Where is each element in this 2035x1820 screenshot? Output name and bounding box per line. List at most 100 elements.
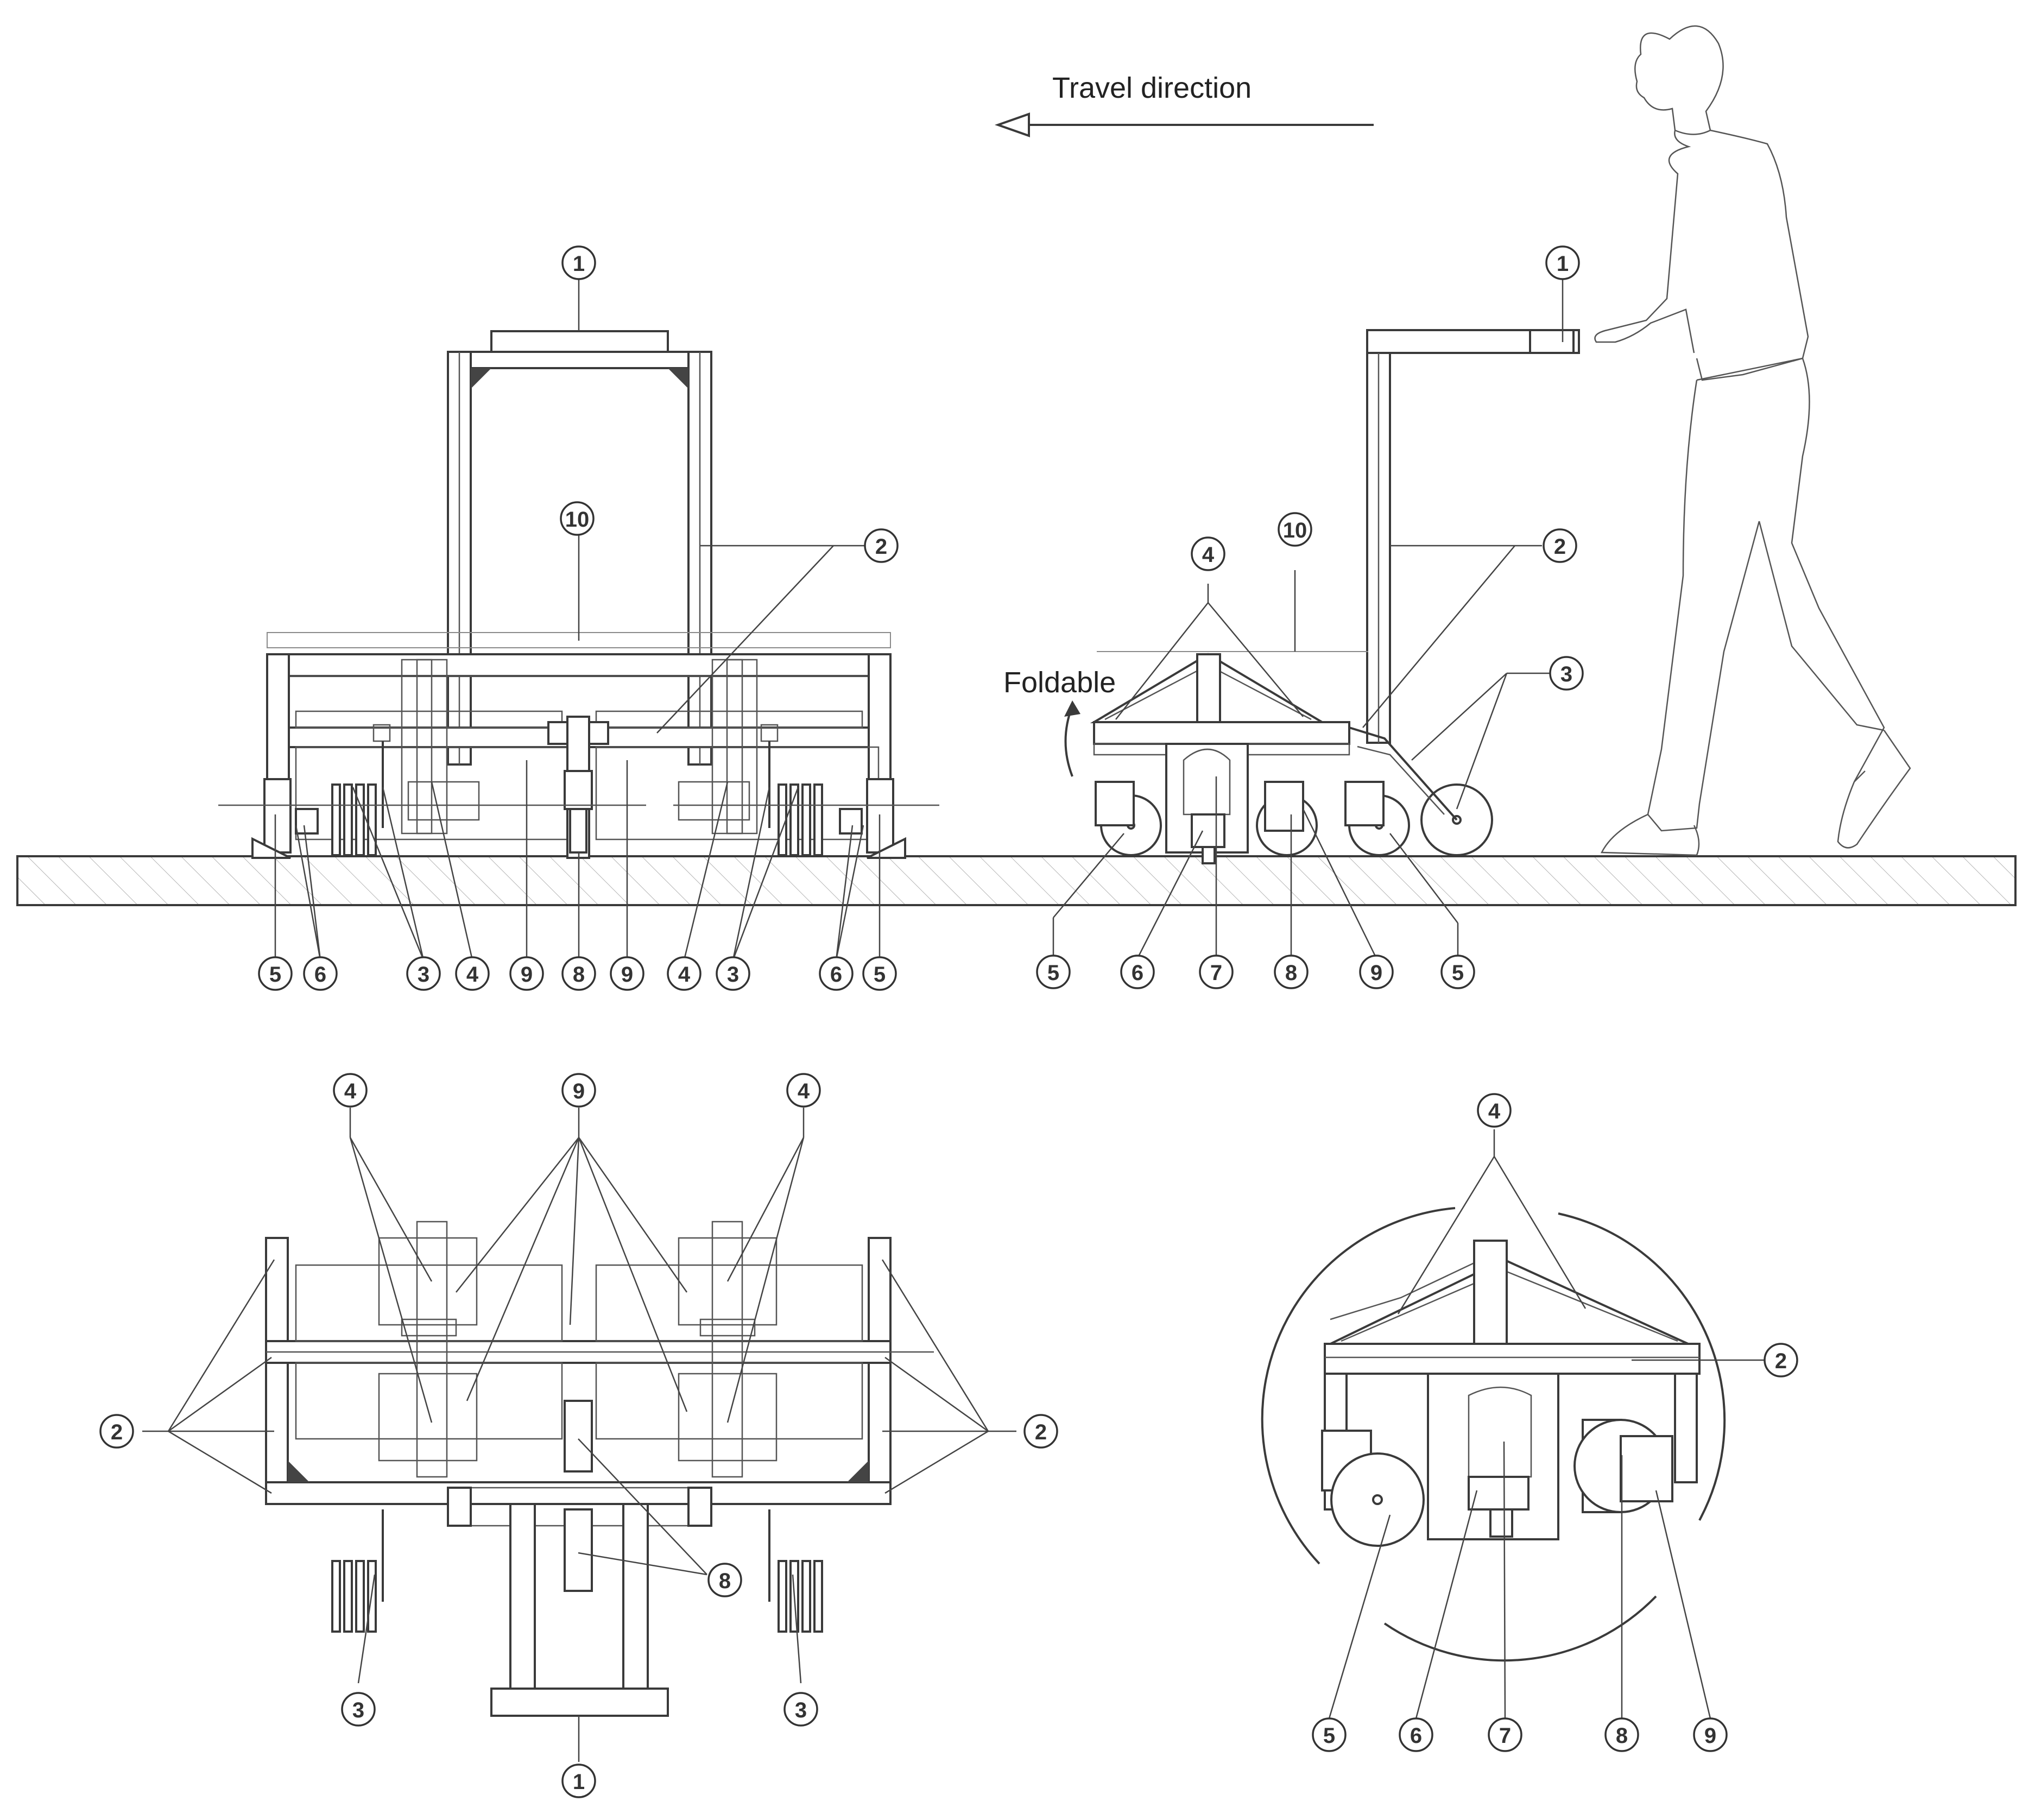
callout-circle [561, 1764, 596, 1798]
callout-top-c2a: 2 [99, 1414, 134, 1449]
callout-front-b3b: 3 [716, 956, 750, 991]
callout-number: 7 [1499, 1724, 1511, 1748]
callout-number: 1 [573, 252, 585, 276]
callout-circle [1120, 955, 1155, 989]
callout-circle [1764, 1343, 1798, 1377]
callout-number: 6 [1410, 1724, 1422, 1748]
callout-number: 8 [573, 963, 585, 987]
callout-number: 5 [1323, 1724, 1335, 1748]
callout-number: 8 [1616, 1724, 1628, 1748]
callout-number: 5 [1452, 961, 1464, 985]
callout-circle [1488, 1717, 1522, 1752]
callout-circle [1543, 528, 1577, 563]
callout-number: 4 [1488, 1099, 1501, 1123]
callout-circle [561, 245, 596, 280]
callout-number: 5 [874, 963, 886, 987]
callout-circle [864, 528, 899, 563]
callout-side-b6: 6 [1120, 955, 1155, 989]
callout-circle [610, 956, 644, 991]
callout-number: 3 [352, 1698, 364, 1722]
callout-number: 6 [830, 963, 842, 987]
callout-front-b5a: 5 [258, 956, 293, 991]
callout-number: 8 [1285, 961, 1297, 985]
foldable-label: Foldable [1003, 666, 1116, 699]
callout-side-b8: 8 [1274, 955, 1309, 989]
callout-number: 5 [1047, 961, 1059, 985]
callout-number: 4 [466, 963, 479, 987]
callout-detail-c2: 2 [1764, 1343, 1798, 1377]
callout-number: 4 [798, 1079, 810, 1103]
callout-number: 2 [1035, 1420, 1047, 1444]
callout-circle [1440, 955, 1475, 989]
callout-side-b5b: 5 [1440, 955, 1475, 989]
callout-number: 4 [344, 1079, 357, 1103]
callout-number: 2 [875, 535, 887, 559]
callout-circle [99, 1414, 134, 1449]
callout-circle [455, 956, 490, 991]
callout-side-c4: 4 [1191, 536, 1225, 571]
callout-number: 4 [1202, 543, 1215, 567]
callout-number: 2 [111, 1420, 123, 1444]
callout-circle [1399, 1717, 1433, 1752]
callout-number: 9 [573, 1079, 585, 1103]
callout-number: 5 [269, 963, 281, 987]
callout-circle [707, 1563, 742, 1597]
callout-front-b6b: 6 [819, 956, 854, 991]
callout-front-b9b: 9 [610, 956, 644, 991]
fold-arrow-icon [1064, 700, 1080, 717]
callout-circle [303, 956, 338, 991]
callout-circle [716, 956, 750, 991]
callout-front-b3a: 3 [406, 956, 441, 991]
callout-circle [1199, 955, 1234, 989]
callout-side-b5a: 5 [1036, 955, 1071, 989]
callout-top-c4b: 4 [786, 1073, 821, 1108]
callout-number: 1 [573, 1770, 585, 1794]
callout-detail-c4: 4 [1477, 1093, 1512, 1128]
callout-circle [560, 501, 595, 536]
callout-side-c10: 10 [1278, 512, 1312, 547]
callout-side-b9: 9 [1359, 955, 1394, 989]
callout-detail-b7: 7 [1488, 1717, 1522, 1752]
callout-number: 4 [678, 963, 691, 987]
callout-circle [406, 956, 441, 991]
detail-view [1261, 1129, 1765, 1719]
top-view [142, 1108, 1016, 1762]
callout-side-b7: 7 [1199, 955, 1234, 989]
callout-number: 3 [418, 963, 429, 987]
callout-circle [561, 956, 596, 991]
callout-circle [1191, 536, 1225, 571]
callout-detail-b6: 6 [1399, 1717, 1433, 1752]
callout-detail-b9: 9 [1693, 1717, 1728, 1752]
callout-top-c9: 9 [561, 1073, 596, 1108]
callout-number: 8 [719, 1569, 731, 1593]
callout-circle [1274, 955, 1309, 989]
callout-number: 9 [621, 963, 633, 987]
callout-circle [1036, 955, 1071, 989]
callout-number: 9 [1370, 961, 1382, 985]
callout-front-b5b: 5 [862, 956, 897, 991]
callout-detail-b5: 5 [1312, 1717, 1347, 1752]
callout-front-c10: 10 [560, 501, 595, 536]
callout-number: 3 [795, 1698, 807, 1722]
callout-circle [1545, 245, 1580, 280]
callout-number: 6 [1132, 961, 1143, 985]
callout-circle [561, 1073, 596, 1108]
callout-top-c3b: 3 [783, 1692, 818, 1727]
callout-front-c2: 2 [864, 528, 899, 563]
callout-front-b6a: 6 [303, 956, 338, 991]
travel-direction-indicator: Travel direction [994, 72, 1374, 137]
callout-number: 3 [727, 963, 739, 987]
callout-top-c4a: 4 [333, 1073, 368, 1108]
callout-circle [1549, 656, 1584, 691]
callout-circle [341, 1692, 376, 1727]
callout-circle [1604, 1717, 1639, 1752]
callout-number: 10 [565, 508, 590, 532]
callout-circle [258, 956, 293, 991]
ground-line [16, 855, 2017, 906]
callout-front-c1: 1 [561, 245, 596, 280]
callout-circle [786, 1073, 821, 1108]
callout-top-c1: 1 [561, 1764, 596, 1798]
callout-side-c3: 3 [1549, 656, 1584, 691]
